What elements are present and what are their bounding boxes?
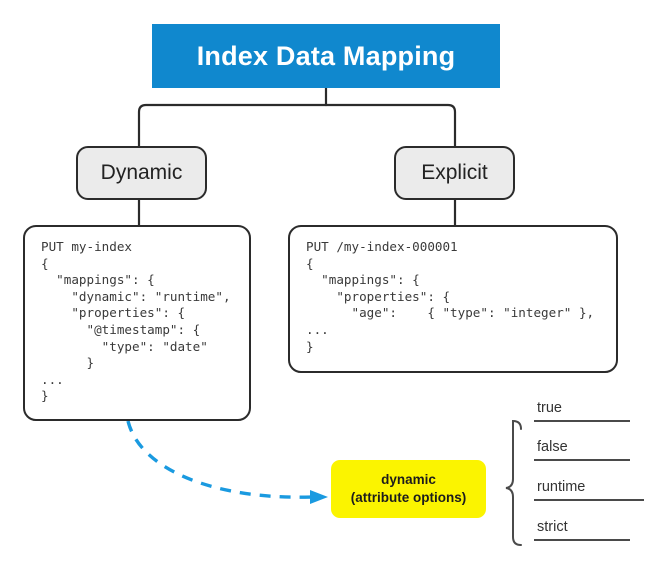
connector-tree-right bbox=[324, 103, 457, 148]
option-strict: strict bbox=[534, 519, 630, 541]
callout-dynamic-options: dynamic (attribute options) bbox=[331, 460, 486, 518]
callout-line-1: dynamic bbox=[381, 472, 436, 487]
options-brace bbox=[505, 419, 522, 546]
node-dynamic[interactable]: Dynamic bbox=[76, 146, 207, 200]
option-underline bbox=[534, 420, 630, 422]
code-block-dynamic: PUT my-index { "mappings": { "dynamic": … bbox=[23, 225, 251, 421]
callout-line-2: (attribute options) bbox=[350, 490, 467, 505]
option-underline bbox=[534, 539, 630, 541]
code-block-explicit-text: PUT /my-index-000001 { "mappings": { "pr… bbox=[306, 239, 595, 354]
code-block-explicit: PUT /my-index-000001 { "mappings": { "pr… bbox=[288, 225, 618, 373]
node-explicit[interactable]: Explicit bbox=[394, 146, 515, 200]
option-label: false bbox=[537, 439, 568, 455]
dashed-arrow-to-callout bbox=[126, 420, 328, 504]
option-label: strict bbox=[537, 519, 568, 535]
node-dynamic-label: Dynamic bbox=[100, 161, 183, 184]
page-title: Index Data Mapping bbox=[196, 40, 456, 71]
code-block-dynamic-text: PUT my-index { "mappings": { "dynamic": … bbox=[41, 239, 231, 404]
option-label: true bbox=[537, 400, 562, 416]
option-true: true bbox=[534, 400, 630, 422]
diagram-title: Index Data Mapping bbox=[152, 24, 500, 88]
option-underline bbox=[534, 499, 644, 501]
option-label: runtime bbox=[537, 479, 586, 495]
connector-tree-left bbox=[137, 103, 328, 148]
option-runtime: runtime bbox=[534, 479, 644, 501]
option-false: false bbox=[534, 439, 630, 461]
node-explicit-label: Explicit bbox=[421, 161, 488, 184]
option-underline bbox=[534, 459, 630, 461]
